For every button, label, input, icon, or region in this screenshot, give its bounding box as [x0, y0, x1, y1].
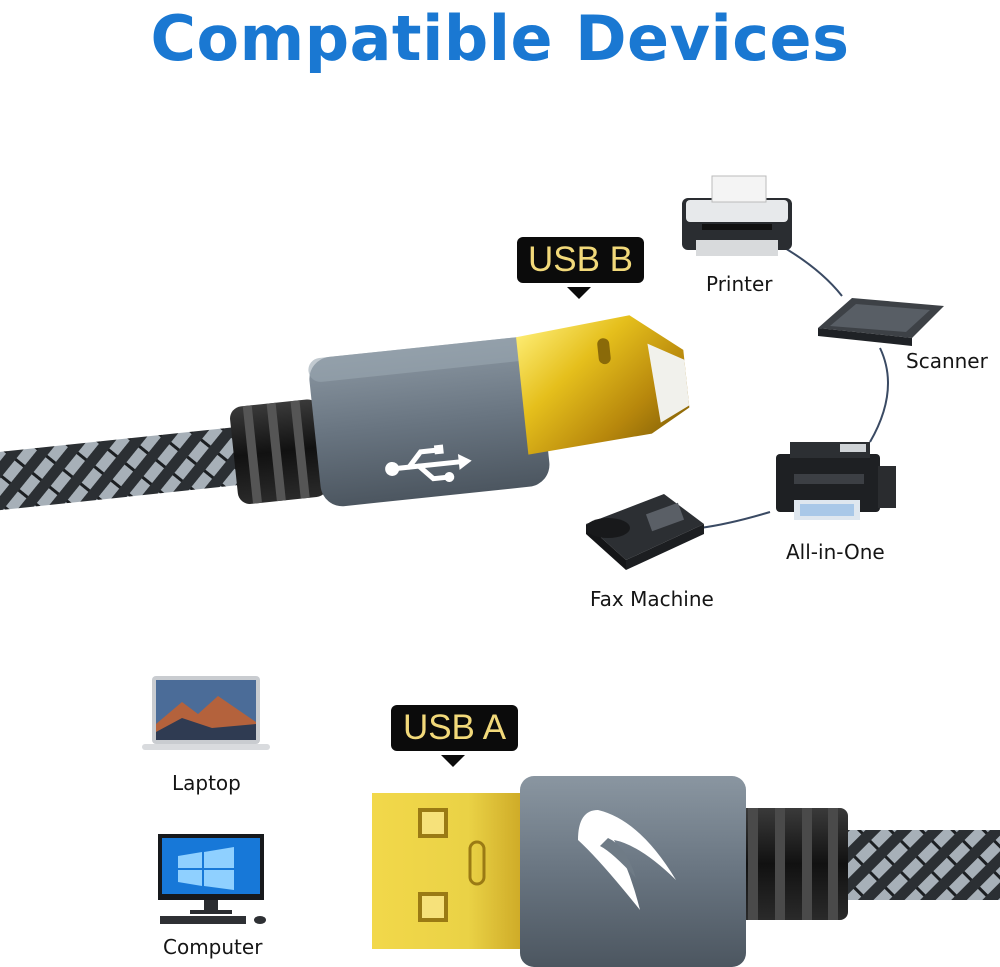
fax-machine-label: Fax Machine — [590, 587, 714, 611]
laptop-icon — [142, 676, 270, 750]
usb-b-housing — [309, 337, 550, 507]
laptop-label: Laptop — [172, 771, 241, 795]
brand-logo-icon — [578, 810, 676, 910]
all-in-one-label: All-in-One — [786, 540, 885, 564]
strain-relief-a — [730, 808, 848, 920]
usb-b-tag-text: USB B — [527, 240, 634, 279]
usb-a-tag-text: USB A — [402, 708, 507, 747]
fax-machine-icon — [586, 494, 704, 570]
braided-cable-b — [0, 426, 245, 512]
printer-icon — [682, 175, 792, 256]
usb-a-tag: USB A — [391, 705, 518, 767]
braided-cable-a — [835, 830, 1000, 900]
computer-icon — [158, 834, 266, 924]
usb-symbol-icon — [385, 444, 472, 483]
down-arrow-icon — [567, 287, 591, 299]
usb-b-cable — [0, 315, 690, 512]
printer-label: Printer — [706, 272, 773, 296]
scanner-icon — [818, 298, 944, 346]
usb-a-plug — [372, 793, 532, 949]
down-arrow-icon — [441, 755, 465, 767]
all-in-one-printer-icon — [776, 442, 896, 520]
usb-a-cable — [372, 776, 1000, 967]
usb-b-tag: USB B — [517, 237, 644, 299]
page-title: Compatible Devices — [150, 2, 850, 75]
usb-b-plug — [516, 315, 690, 455]
scanner-label: Scanner — [906, 349, 988, 373]
computer-label: Computer — [163, 935, 263, 959]
